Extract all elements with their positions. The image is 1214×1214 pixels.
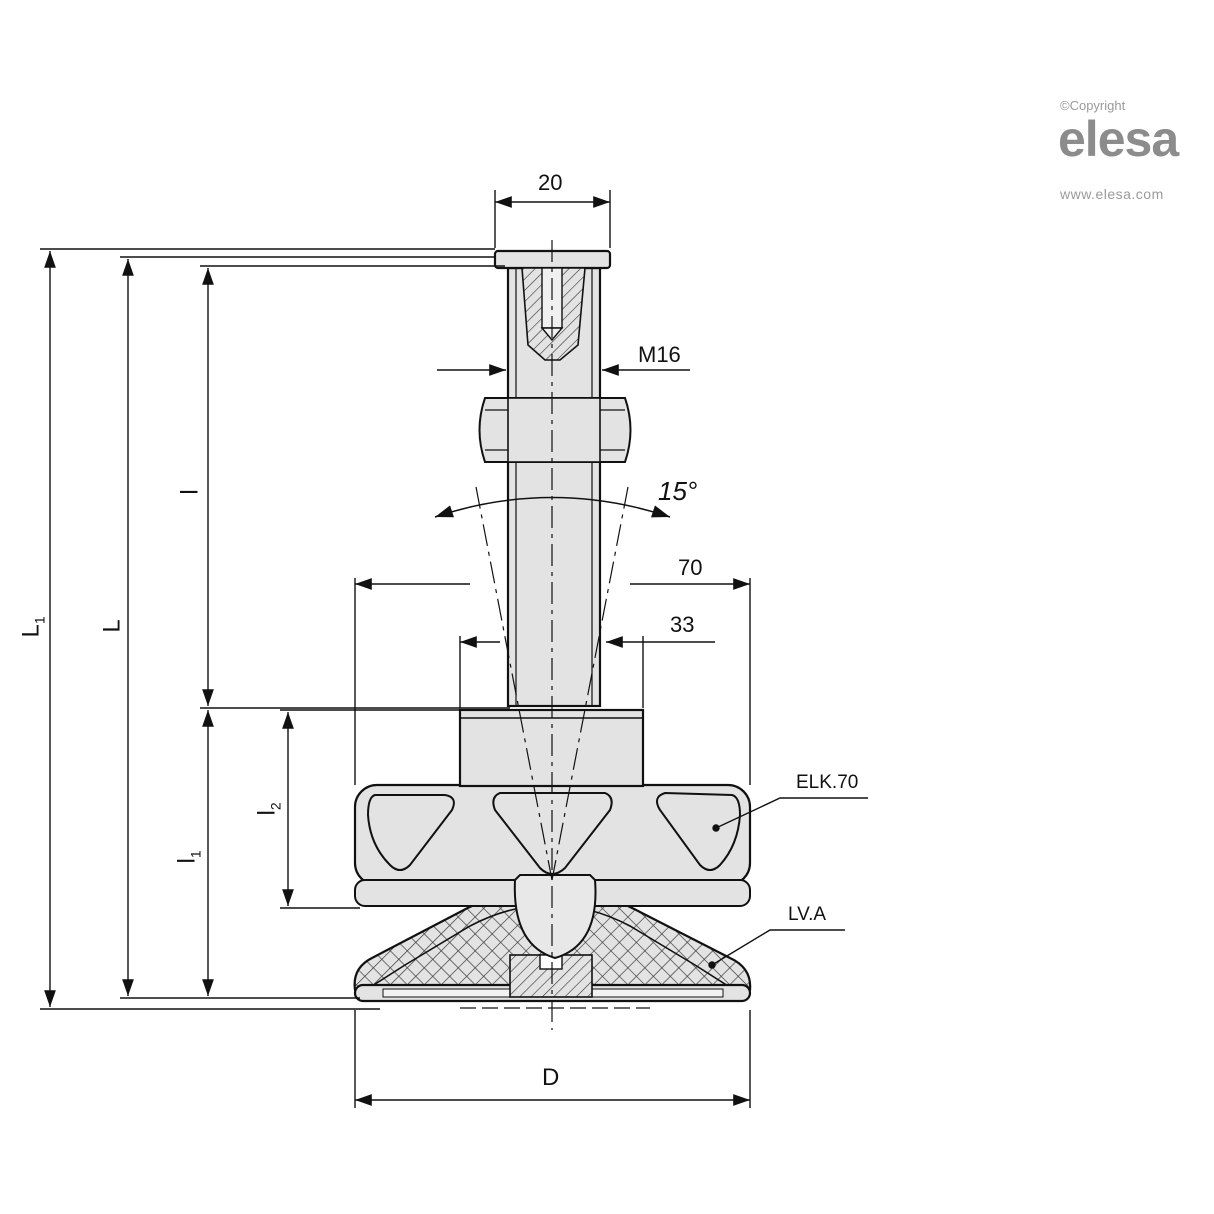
- angle-dimension: [434, 496, 671, 518]
- dim-label-angle: 15°: [658, 476, 698, 506]
- dim-label-m16: M16: [638, 342, 681, 367]
- dim-label-l-stem: l: [176, 489, 204, 495]
- brand-url: www.elesa.com: [1060, 186, 1164, 202]
- dim-label-l-total: L: [98, 619, 126, 633]
- hex-nut: [478, 397, 632, 463]
- leader-lines: [708, 797, 868, 969]
- dim-label-33: 33: [670, 612, 695, 637]
- dim-label-l2: l2: [253, 802, 284, 816]
- centerlines: [460, 240, 650, 1030]
- dim-label-d: D: [542, 1064, 560, 1091]
- dim-label-l1: l1: [173, 850, 204, 864]
- vertical-dimensions: [40, 248, 510, 1010]
- dim-label-20: 20: [538, 170, 563, 195]
- horizontal-dimensions: [354, 190, 751, 1108]
- ref-label-knob: ELK.70: [796, 772, 859, 793]
- knob-body: [353, 783, 752, 960]
- copyright-text: ©Copyright: [1060, 98, 1126, 113]
- threaded-stem: [493, 249, 612, 708]
- ref-label-base: LV.A: [788, 904, 827, 925]
- dim-label-70: 70: [678, 555, 703, 580]
- brand-wordmark: elesa: [1058, 111, 1179, 167]
- dim-label-l1-total: L1: [17, 616, 48, 638]
